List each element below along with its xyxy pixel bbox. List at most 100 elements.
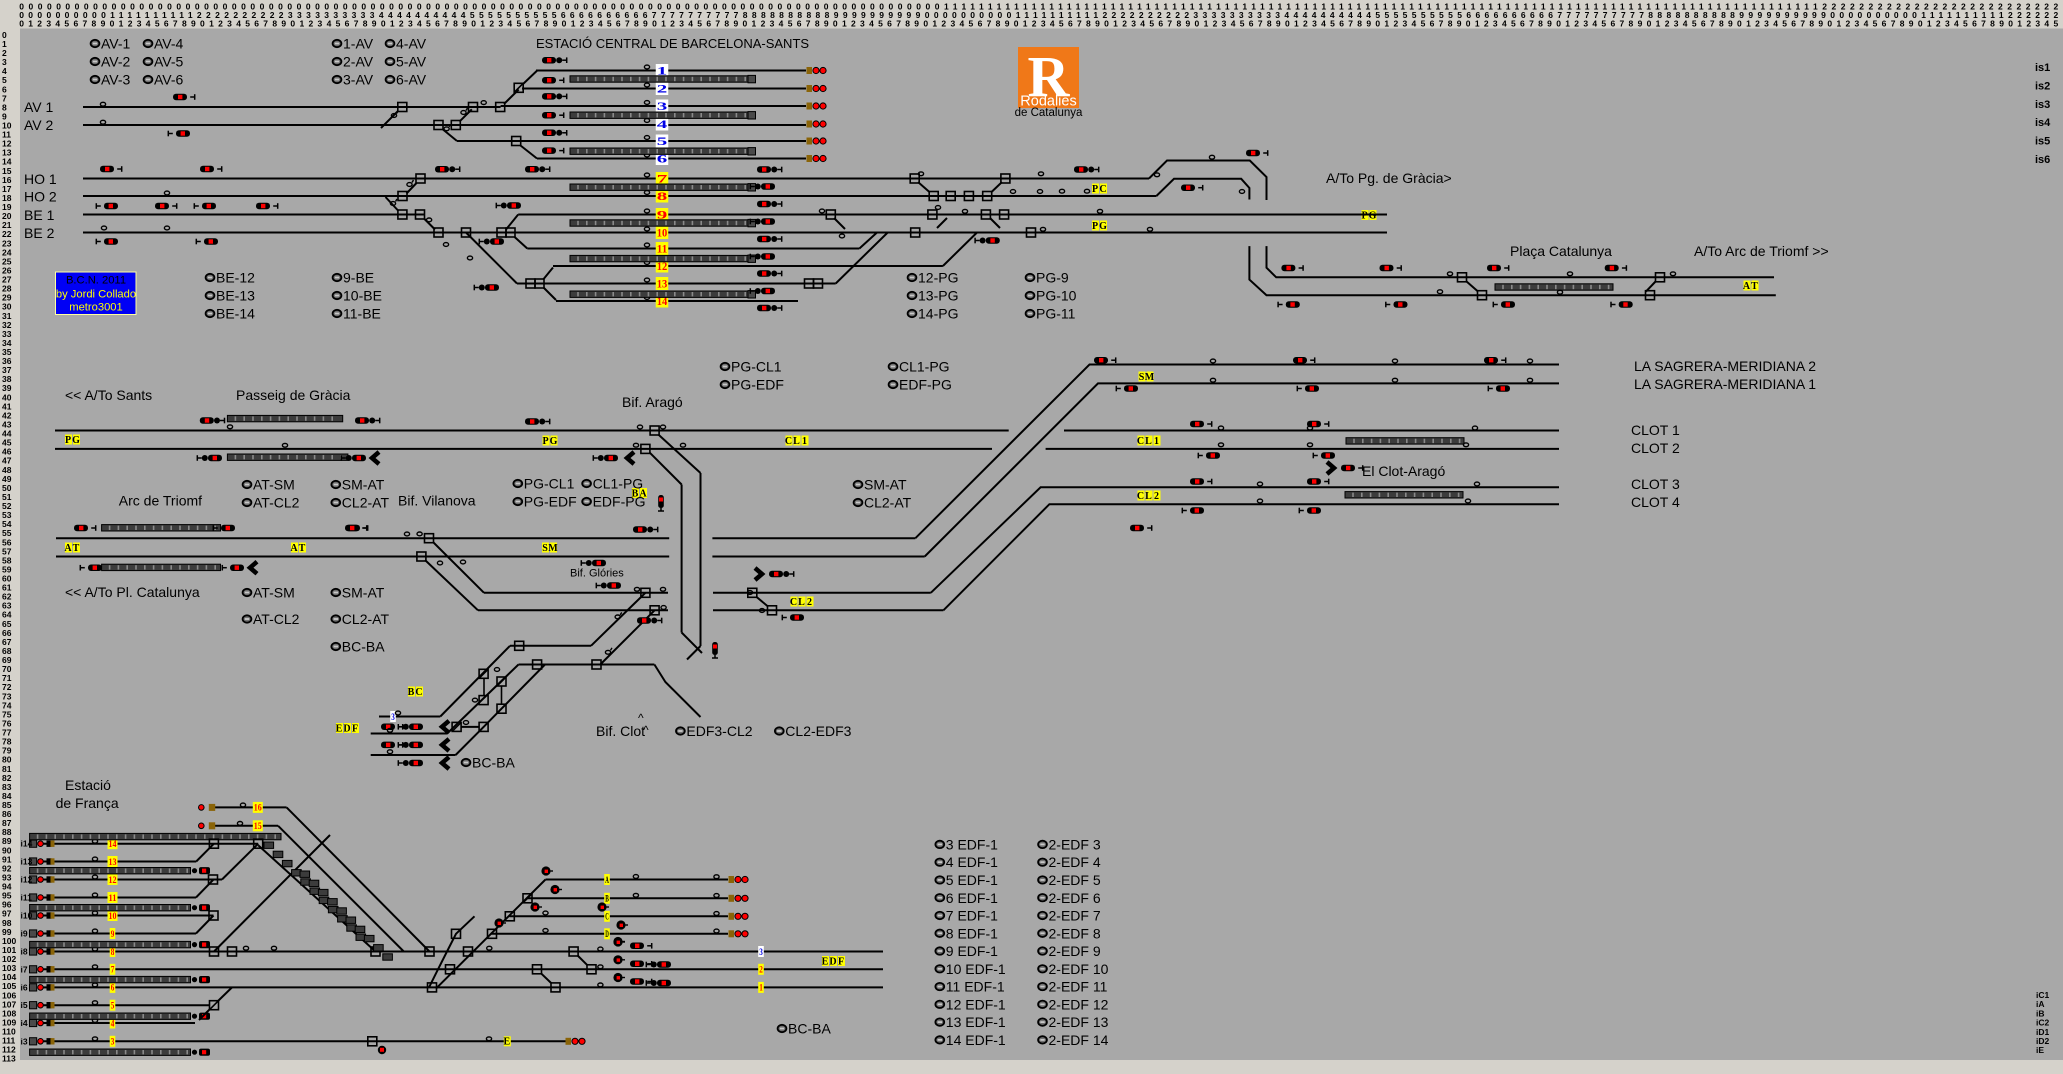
svg-text:46: 46 bbox=[2, 447, 12, 457]
svg-text:PG-10: PG-10 bbox=[1036, 288, 1077, 304]
svg-text:G: G bbox=[1369, 210, 1377, 221]
svg-text:74: 74 bbox=[2, 700, 12, 710]
svg-text:BC-BA: BC-BA bbox=[472, 755, 515, 771]
svg-text:6 EDF-1: 6 EDF-1 bbox=[946, 890, 998, 906]
svg-text:CL1-PG: CL1-PG bbox=[899, 359, 950, 375]
svg-text:2-EDF 11: 2-EDF 11 bbox=[1049, 979, 1108, 995]
svg-text:9-BE: 9-BE bbox=[343, 270, 374, 286]
svg-text:60: 60 bbox=[2, 574, 12, 584]
svg-text:106: 106 bbox=[2, 990, 16, 1000]
svg-text:2-AV: 2-AV bbox=[343, 54, 374, 70]
svg-text:2-EDF 8: 2-EDF 8 bbox=[1049, 925, 1101, 941]
svg-text:PG-EDF: PG-EDF bbox=[731, 377, 784, 393]
svg-text:BE-13: BE-13 bbox=[216, 288, 255, 304]
svg-text:68: 68 bbox=[2, 646, 12, 656]
svg-text:by Jordi Collado: by Jordi Collado bbox=[56, 289, 136, 301]
svg-text:2-EDF 12: 2-EDF 12 bbox=[1049, 996, 1109, 1012]
svg-text:EDF-PG: EDF-PG bbox=[593, 494, 646, 510]
svg-text:i8: i8 bbox=[21, 947, 28, 957]
svg-text:Rodalies: Rodalies bbox=[1020, 94, 1076, 110]
svg-text:3: 3 bbox=[657, 101, 668, 113]
svg-text:14: 14 bbox=[657, 296, 668, 308]
svg-text:10: 10 bbox=[2, 121, 12, 131]
svg-text:53: 53 bbox=[2, 510, 12, 520]
svg-text:104: 104 bbox=[2, 972, 16, 982]
svg-text:BE-12: BE-12 bbox=[216, 270, 255, 286]
svg-text:D: D bbox=[605, 930, 609, 940]
svg-text:LA SAGRERA-MERIDIANA 1: LA SAGRERA-MERIDIANA 1 bbox=[1634, 376, 1816, 392]
svg-text:is6: is6 bbox=[2035, 154, 2050, 166]
svg-text:4: 4 bbox=[2, 66, 7, 76]
svg-text:CL2-AT: CL2-AT bbox=[342, 611, 390, 627]
svg-text:^: ^ bbox=[638, 711, 644, 725]
svg-text:is1: is1 bbox=[2035, 62, 2050, 74]
svg-text:18: 18 bbox=[2, 193, 12, 203]
svg-text:5: 5 bbox=[657, 136, 668, 148]
svg-text:59: 59 bbox=[2, 564, 12, 574]
svg-text:iA: iA bbox=[2036, 999, 2045, 1009]
svg-text:CLOT 4: CLOT 4 bbox=[1631, 494, 1680, 510]
svg-text:B: B bbox=[632, 488, 639, 499]
svg-text:M: M bbox=[1145, 372, 1155, 383]
svg-text:97: 97 bbox=[2, 909, 12, 919]
svg-text:91: 91 bbox=[2, 854, 12, 864]
svg-text:A: A bbox=[639, 488, 647, 499]
svg-text:14: 14 bbox=[109, 840, 117, 850]
svg-text:12: 12 bbox=[109, 876, 117, 886]
svg-text:81: 81 bbox=[2, 764, 12, 774]
svg-text:A/To Arc de Triomf >>: A/To Arc de Triomf >> bbox=[1694, 243, 1829, 259]
svg-text:1-AV: 1-AV bbox=[343, 36, 374, 52]
svg-text:21: 21 bbox=[2, 220, 12, 230]
svg-text:75: 75 bbox=[2, 709, 12, 719]
svg-text:28: 28 bbox=[2, 284, 12, 294]
svg-text:72: 72 bbox=[2, 682, 12, 692]
svg-text:14: 14 bbox=[2, 157, 12, 167]
svg-text:4 EDF-1: 4 EDF-1 bbox=[946, 854, 998, 870]
svg-text:107: 107 bbox=[2, 999, 16, 1009]
svg-text:4: 4 bbox=[657, 119, 668, 131]
svg-text:112: 112 bbox=[2, 1045, 16, 1055]
svg-text:9 EDF-1: 9 EDF-1 bbox=[946, 943, 998, 959]
svg-text:61: 61 bbox=[2, 583, 12, 593]
svg-text:P: P bbox=[1092, 221, 1098, 232]
svg-text:CLOT 1: CLOT 1 bbox=[1631, 422, 1680, 438]
svg-text:19: 19 bbox=[2, 202, 12, 212]
svg-text:9: 9 bbox=[2, 111, 7, 121]
svg-text:SM-AT: SM-AT bbox=[864, 477, 907, 493]
svg-text:7: 7 bbox=[657, 174, 668, 186]
svg-text:102: 102 bbox=[2, 954, 16, 964]
svg-text:de Catalunya: de Catalunya bbox=[1015, 107, 1083, 119]
svg-text:20: 20 bbox=[2, 211, 12, 221]
svg-text:P: P bbox=[542, 436, 548, 447]
svg-text:B.C.N. 2011: B.C.N. 2011 bbox=[66, 275, 126, 287]
svg-text:35: 35 bbox=[2, 347, 12, 357]
svg-text:8: 8 bbox=[111, 948, 115, 958]
svg-text:57: 57 bbox=[2, 546, 12, 556]
svg-text:12: 12 bbox=[657, 261, 668, 273]
svg-text:42: 42 bbox=[2, 410, 12, 420]
svg-text:13: 13 bbox=[109, 858, 117, 868]
svg-text:S: S bbox=[1139, 372, 1145, 383]
svg-text:10-BE: 10-BE bbox=[343, 288, 382, 304]
svg-text:9: 9 bbox=[111, 930, 115, 940]
svg-text:El Clot-Aragó: El Clot-Aragó bbox=[1362, 463, 1445, 479]
svg-text:SM-AT: SM-AT bbox=[342, 477, 385, 493]
svg-text:B: B bbox=[408, 687, 415, 698]
svg-text:BE 2: BE 2 bbox=[24, 225, 55, 241]
svg-text:11: 11 bbox=[109, 894, 117, 904]
svg-text:AV-3: AV-3 bbox=[101, 72, 131, 88]
svg-text:7: 7 bbox=[2, 93, 7, 103]
svg-text:1: 1 bbox=[802, 436, 807, 447]
svg-text:PG-11: PG-11 bbox=[1036, 306, 1076, 322]
svg-text:11 EDF-1: 11 EDF-1 bbox=[946, 979, 1005, 995]
svg-text:A: A bbox=[1743, 281, 1751, 292]
svg-text:47: 47 bbox=[2, 456, 12, 466]
svg-text:13: 13 bbox=[657, 279, 668, 291]
svg-text:is5: is5 bbox=[2035, 136, 2050, 148]
svg-text:C: C bbox=[415, 687, 422, 698]
svg-text:is3: is3 bbox=[2035, 99, 2050, 111]
svg-text:iC1: iC1 bbox=[2036, 990, 2050, 1000]
svg-text:PG-CL1: PG-CL1 bbox=[524, 476, 575, 492]
svg-text:1: 1 bbox=[657, 66, 668, 78]
svg-text:7: 7 bbox=[111, 966, 115, 976]
